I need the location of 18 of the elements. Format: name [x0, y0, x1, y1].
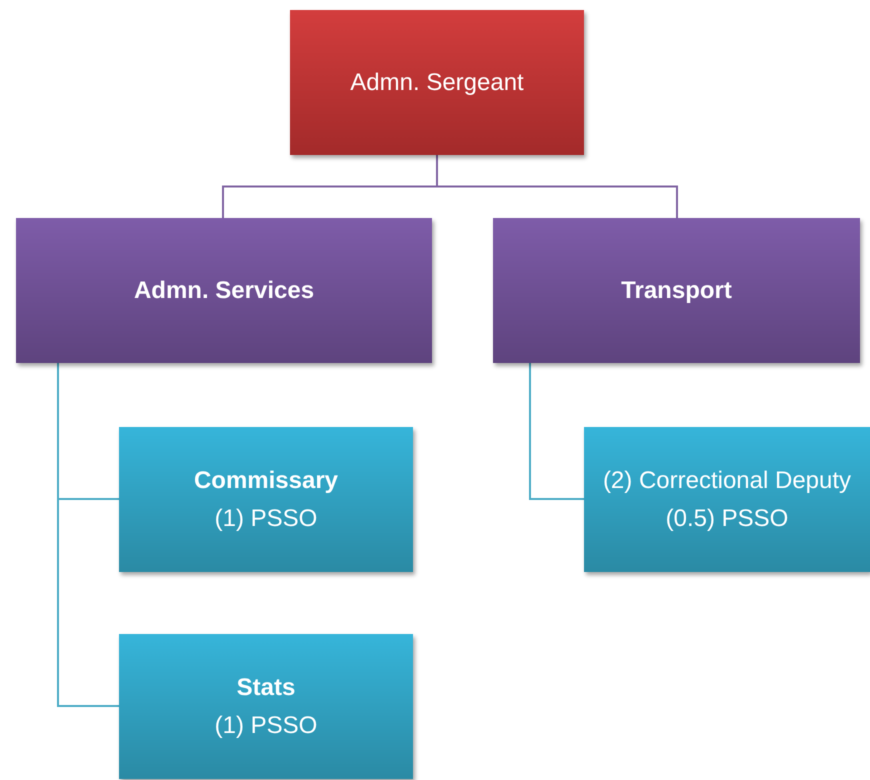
org-box: [290, 10, 584, 155]
role-title: Transport: [621, 276, 732, 306]
org-box: [493, 218, 860, 363]
org-box: [119, 634, 413, 779]
staff-count: (1) PSSO: [214, 710, 318, 740]
connector-line: [57, 363, 119, 707]
role-title: Stats: [236, 672, 296, 702]
org-box: [16, 218, 432, 363]
staff-count: (1) PSSO: [214, 504, 318, 534]
role-title: Admn. Services: [134, 276, 314, 306]
role-title: Admn. Sergeant: [350, 68, 524, 98]
connector-line: [436, 155, 678, 218]
org-box: [119, 427, 413, 572]
staff-count: (0.5) PSSO: [666, 504, 788, 534]
org-box: [584, 427, 870, 572]
role-title: (2) Correctional Deputy: [602, 466, 852, 496]
role-title: Commissary: [194, 466, 338, 496]
connector-line: [529, 363, 584, 500]
